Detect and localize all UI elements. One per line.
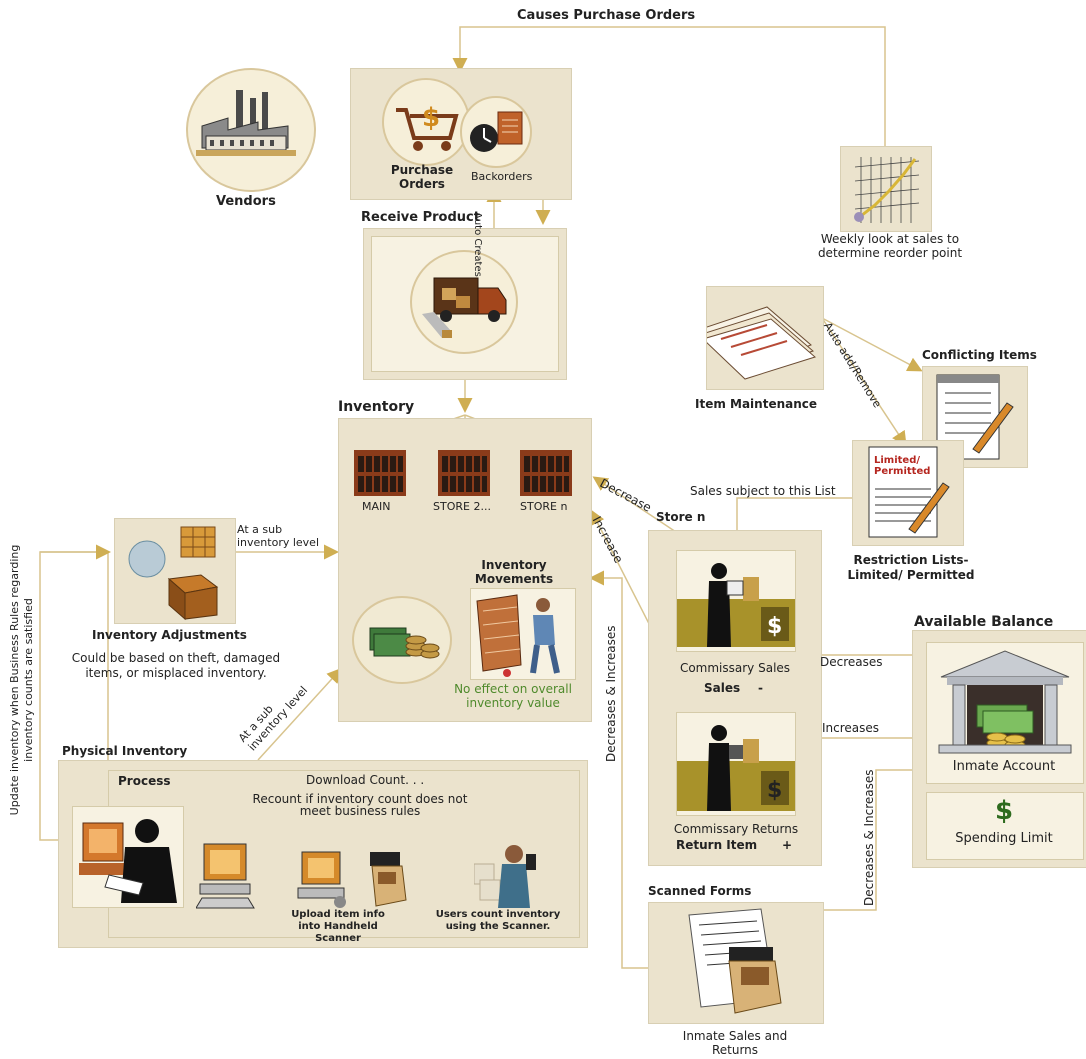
boxes-scale-icon	[128, 526, 219, 621]
spending-limit-box	[926, 792, 1084, 860]
svg-text:$: $	[422, 103, 440, 133]
backorders-label: Backorders	[471, 170, 533, 183]
sales-label: Sales	[704, 681, 741, 695]
vendors-circle	[186, 68, 316, 192]
backorders-circle	[460, 96, 532, 168]
computer-icon-1	[196, 843, 255, 909]
restriction-lists-panel	[852, 440, 964, 546]
cashier-returns-icon: $	[677, 725, 795, 811]
inventory-movements-label: Inventory Movements	[474, 558, 554, 586]
scanned-forms-title: Scanned Forms	[648, 884, 752, 898]
worker-scanning-icon	[474, 845, 536, 908]
store-n-label: STORE n	[520, 500, 568, 513]
purchase-orders-circle: $	[382, 78, 470, 166]
store-main-label: MAIN	[362, 500, 391, 513]
recount-label: Recount if inventory count does not meet…	[252, 792, 468, 818]
weekly-chart-panel	[840, 146, 932, 232]
spending-limit-label: Spending Limit	[955, 831, 1053, 846]
purchase-orders-label: Purchase Orders	[390, 163, 454, 191]
svg-text:$: $	[767, 778, 782, 803]
no-effect-label: No effect on overall inventory value	[454, 682, 572, 710]
growth-chart-icon	[854, 157, 920, 223]
inventory-adjustments-desc: Could be based on theft, damaged items, …	[71, 651, 281, 680]
increases-label: Increases	[822, 721, 880, 735]
inventory-adjustments-panel	[114, 518, 236, 624]
dollar-icon: $	[994, 796, 1014, 826]
item-maintenance-label: Item Maintenance	[695, 397, 818, 411]
decreases-increases-balance-label: Decreases & Increases	[862, 769, 876, 906]
item-maintenance-panel	[694, 286, 824, 390]
store-n-title: Store n	[656, 510, 706, 524]
cashier-sales-icon: $	[677, 563, 795, 647]
store-2-shelf-icon	[438, 450, 490, 496]
at-sub-level-label-1: At a sub inventory level	[237, 523, 320, 549]
available-balance-title: Available Balance	[914, 614, 1054, 630]
checklist-icon	[936, 374, 1014, 460]
svg-text:$: $	[767, 614, 782, 639]
users-count-label: Users count inventory using the Scanner.	[435, 909, 561, 932]
documents-stack-icon	[694, 306, 817, 380]
weekly-look-label: Weekly look at sales to determine reorde…	[817, 232, 963, 260]
sales-sign: -	[758, 681, 763, 695]
handheld-scanner-icon	[370, 852, 407, 907]
store-n-shelf-icon	[520, 450, 572, 496]
conflicting-items-panel	[922, 366, 1028, 468]
inventory-movements-box	[470, 588, 576, 680]
commissary-returns-box: $	[676, 712, 796, 816]
commissary-sales-box: $	[676, 550, 796, 652]
computer-user-icon	[79, 819, 177, 903]
upload-info-label: Upload item info into Handheld Scanner	[291, 909, 385, 944]
store-2-label: STORE 2...	[433, 500, 491, 513]
commissary-sales-label: Commissary Sales	[679, 661, 791, 675]
process-computer-box	[72, 806, 184, 908]
factory-icon	[196, 90, 296, 156]
money-stack-icon	[369, 627, 440, 659]
decreases-increases-inventory-label: Decreases & Increases	[604, 625, 618, 762]
money-circle	[352, 596, 452, 684]
return-item-label: Return Item	[676, 838, 758, 852]
hand-truck-worker-icon	[476, 594, 560, 677]
limited-permitted-sign: Limited/ Permitted	[874, 455, 931, 477]
shopping-cart-icon: $	[396, 103, 459, 151]
update-inventory-rule-label: Update inventory when Business Rules reg…	[8, 544, 35, 816]
form-scanner-icon	[688, 908, 782, 1014]
receive-product-circle	[410, 250, 518, 354]
restriction-list-icon	[868, 446, 950, 538]
store-main-shelf-icon	[354, 450, 406, 496]
inmate-account-box	[926, 642, 1084, 784]
causes-purchase-orders-label: Causes Purchase Orders	[517, 8, 696, 23]
auto-creates-label: Auto Creates	[472, 212, 483, 277]
inventory-adjustments-title: Inventory Adjustments	[92, 628, 247, 642]
delivery-truck-icon	[422, 277, 507, 338]
computer-icon-2	[297, 851, 346, 908]
receive-product-title: Receive Product	[361, 210, 480, 225]
bank-money-icon	[938, 650, 1072, 754]
clock-icon	[470, 111, 523, 152]
process-title: Process	[118, 774, 171, 788]
sales-subject-label: Sales subject to this List	[690, 484, 836, 498]
inmate-sales-returns-label: Inmate Sales and Returns	[682, 1029, 788, 1057]
restriction-lists-label: Restriction Lists- Limited/ Permitted	[847, 553, 975, 582]
vendors-label: Vendors	[216, 194, 276, 209]
return-item-sign: +	[782, 838, 793, 852]
decreases-label: Decreases	[820, 655, 883, 669]
inmate-account-label: Inmate Account	[952, 759, 1056, 774]
conflicting-items-title: Conflicting Items	[922, 348, 1037, 362]
download-count-label: Download Count. . .	[306, 773, 425, 787]
inventory-title: Inventory	[338, 399, 415, 415]
scanned-forms-panel	[648, 902, 824, 1024]
commissary-returns-label: Commissary Returns	[673, 822, 799, 836]
physical-inventory-title: Physical Inventory	[62, 744, 188, 758]
